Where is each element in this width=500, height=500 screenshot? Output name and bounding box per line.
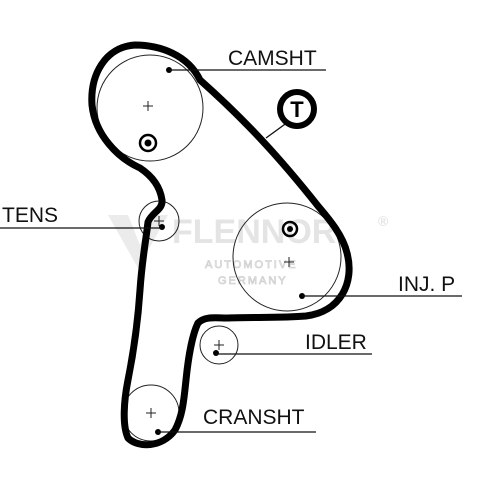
timing-mark-badge: T — [265, 89, 317, 139]
tensioner-label: TENS — [2, 204, 58, 227]
injection-pump-pulley — [232, 202, 342, 312]
watermark-line2: GERMANY — [218, 275, 288, 287]
tensioner-mark — [159, 224, 165, 230]
crankshaft-label: CRANSHT — [203, 406, 305, 429]
idler-label: IDLER — [305, 331, 367, 354]
timing-belt — [88, 41, 353, 449]
camshaft-pulley — [96, 54, 204, 162]
watermark-brand: FLENNOR — [172, 213, 336, 251]
camshaft-bolt-icon — [138, 133, 158, 153]
watermark-registered: ® — [378, 213, 389, 229]
injection-pump-label: INJ. P — [398, 273, 455, 296]
idler-mark — [213, 350, 219, 356]
pump-bolt-icon — [281, 220, 299, 238]
watermark-line1: AUTOMOTIVE — [205, 259, 298, 271]
idler-pulley — [199, 325, 239, 365]
timing-mark-letter: T — [290, 97, 304, 122]
camshaft-label: CAMSHT — [228, 47, 317, 70]
